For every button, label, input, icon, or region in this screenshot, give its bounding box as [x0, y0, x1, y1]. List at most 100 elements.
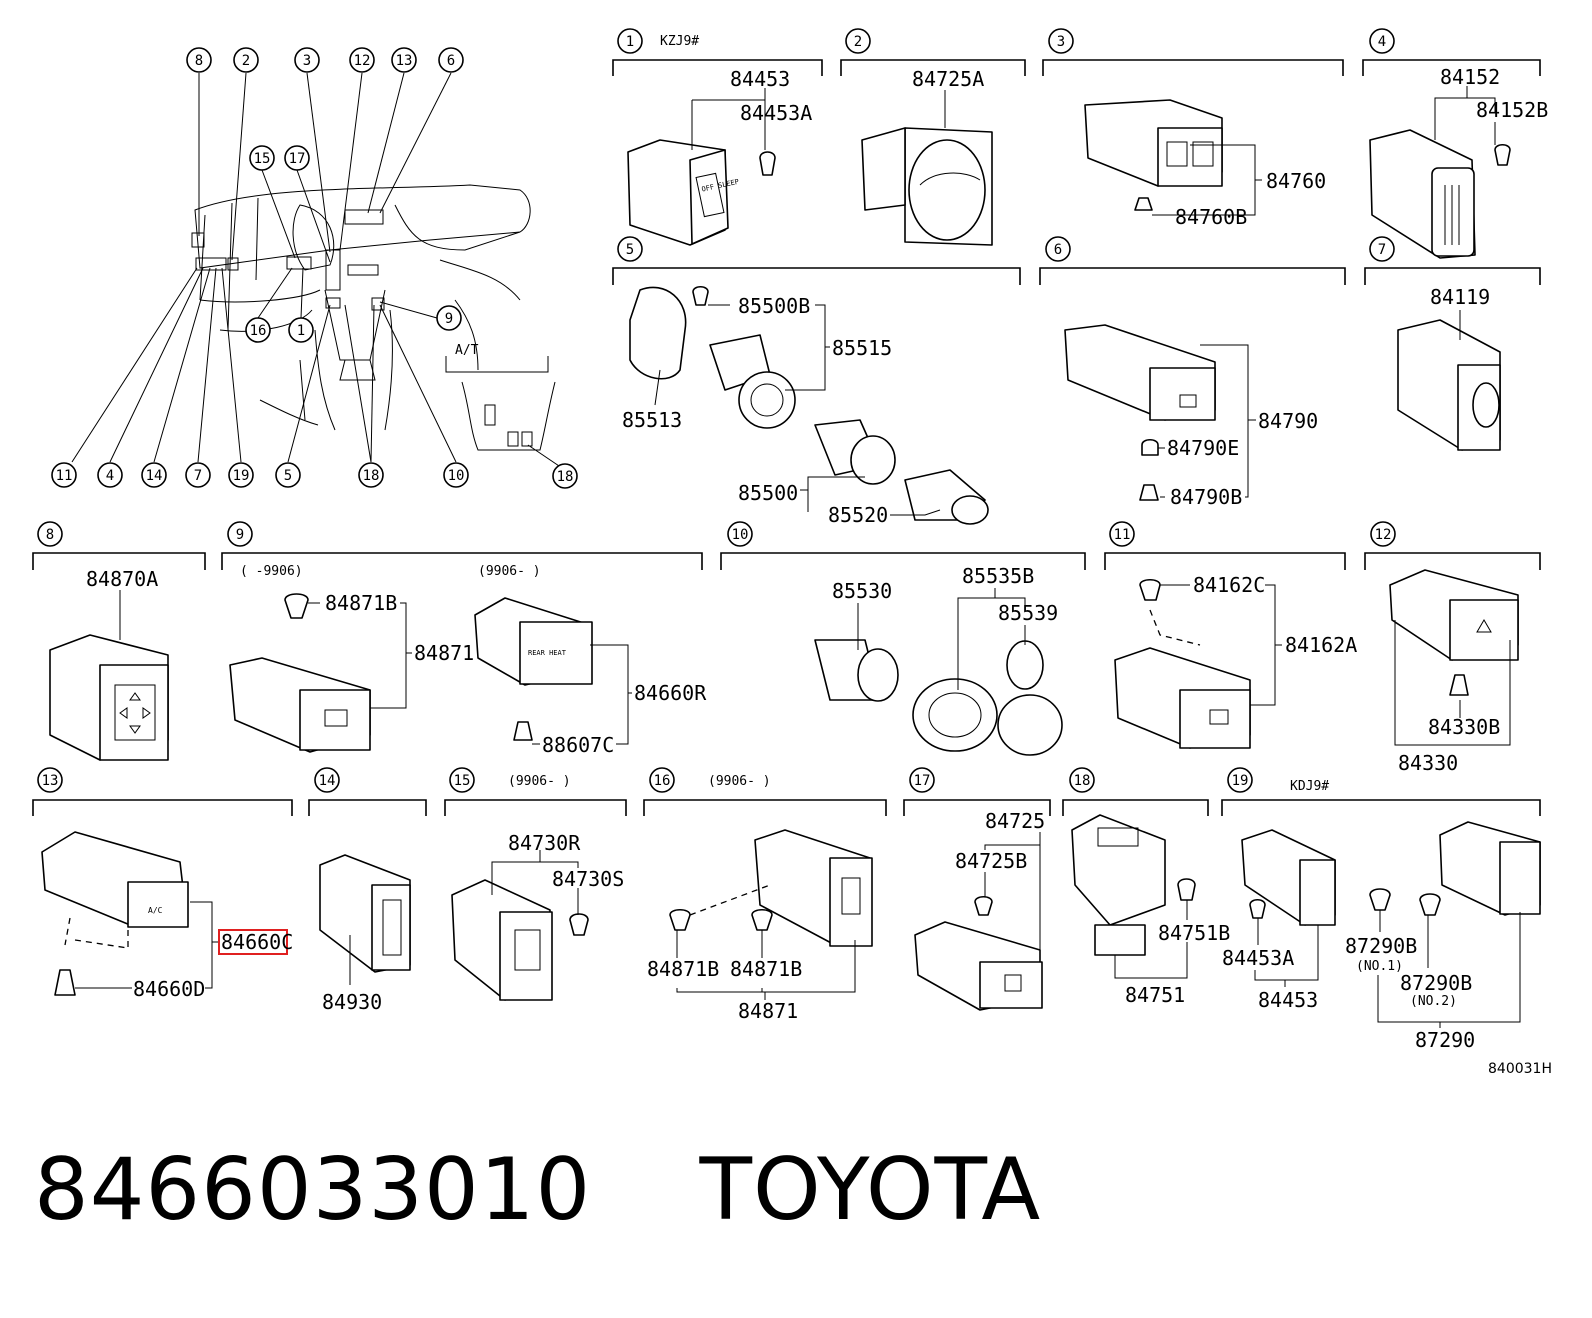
part-number-label: 84162C	[1193, 573, 1265, 597]
callout-circle: 6	[438, 47, 464, 73]
callout-ring	[51, 462, 77, 488]
part-number-label: 85520	[828, 503, 888, 527]
part-number-label: 84152	[1440, 65, 1500, 89]
part-number-label: 85539	[998, 601, 1058, 625]
callout-number: 18	[557, 469, 574, 485]
callout-number: 2	[854, 34, 862, 50]
callout-circle: 14	[141, 462, 167, 488]
callout-ring	[909, 767, 935, 793]
callout-number: 16	[250, 323, 267, 339]
section-16-note: (9906- )	[708, 774, 771, 789]
callout-number: 3	[1057, 34, 1065, 50]
switch-label: REAR HEAT	[528, 649, 567, 657]
callout-ring	[358, 462, 384, 488]
part-number-label: 84871	[738, 999, 798, 1023]
callout-ring	[314, 767, 340, 793]
part-qualifier: (NO.2)	[1410, 994, 1457, 1009]
callout-circle: 10	[727, 521, 753, 547]
callout-number: 1	[626, 34, 634, 50]
footer-brand: TOYOTA	[699, 1140, 1042, 1240]
section-15-note: (9906- )	[508, 774, 571, 789]
callout-ring	[436, 305, 462, 331]
callout-ring	[245, 317, 271, 343]
callout-ring	[1109, 521, 1135, 547]
part-number-label: 84790	[1258, 409, 1318, 433]
callout-circle: 18	[358, 462, 384, 488]
part-number-label: 84790B	[1170, 485, 1242, 509]
callout-number: 17	[914, 773, 931, 789]
part-number-label: 84870A	[86, 567, 158, 591]
callout-ring	[443, 462, 469, 488]
callout-number: 4	[1378, 34, 1386, 50]
part-drawings	[41, 99, 1541, 1011]
callout-ring	[449, 767, 475, 793]
dashboard-overview	[191, 184, 531, 431]
part-number-label: 84790E	[1167, 436, 1239, 460]
callout-ring	[186, 47, 212, 73]
callout-ring	[349, 47, 375, 73]
part-number-label: 85500B	[738, 294, 810, 318]
callout-ring	[141, 462, 167, 488]
callout-ring	[617, 28, 643, 54]
callout-number: 11	[56, 468, 73, 484]
part-number-label: 84871B	[730, 957, 802, 981]
callout-number: 2	[242, 53, 250, 69]
callout-ring	[438, 47, 464, 73]
callout-ring	[1045, 236, 1071, 262]
callout-ring	[249, 145, 275, 171]
part-number-label: 84660R	[634, 681, 707, 705]
callout-ring	[288, 317, 314, 343]
callout-circle: 12	[1370, 521, 1396, 547]
callout-circle: 7	[185, 462, 211, 488]
part-number-label-highlighted: 84660C	[221, 930, 293, 954]
callout-number: 10	[448, 468, 465, 484]
callout-circle: 15	[449, 767, 475, 793]
part-number-label: 85535B	[962, 564, 1034, 588]
callout-circle: 10	[443, 462, 469, 488]
callout-circle: 3	[294, 47, 320, 73]
section-19-note: KDJ9#	[1290, 779, 1329, 794]
callout-number: 10	[732, 527, 749, 543]
diagram-code: 840031H	[1488, 1061, 1552, 1077]
part-number-label: 84751	[1125, 983, 1185, 1007]
callout-circle: 8	[37, 521, 63, 547]
part-number-label: 84453A	[1222, 946, 1294, 970]
callout-number: 18	[363, 468, 380, 484]
callout-circle: 11	[1109, 521, 1135, 547]
part-qualifier: (NO.1)	[1356, 959, 1403, 974]
callout-number: 7	[194, 468, 202, 484]
callout-circle: 13	[37, 767, 63, 793]
callout-ring	[233, 47, 259, 73]
part-number-label: 84751B	[1158, 921, 1230, 945]
callout-number: 14	[319, 773, 336, 789]
callout-ring	[552, 463, 578, 489]
switch-label: A/C	[148, 906, 163, 915]
callout-circle: 6	[1045, 236, 1071, 262]
part-number-label: 84453	[1258, 988, 1318, 1012]
callout-number: 14	[146, 468, 163, 484]
callout-number: 5	[626, 242, 634, 258]
callout-ring	[294, 47, 320, 73]
callout-ring	[185, 462, 211, 488]
footer-part-number: 8466033010	[34, 1140, 592, 1240]
part-number-label: 84330	[1398, 751, 1458, 775]
part-number-label: 84330B	[1428, 715, 1500, 739]
callout-circle: 7	[1369, 236, 1395, 262]
callout-ring	[284, 145, 310, 171]
callout-number: 12	[1375, 527, 1392, 543]
part-number-label: 85513	[622, 408, 682, 432]
part-number-label: 84162A	[1285, 633, 1357, 657]
callout-circle: 9	[227, 521, 253, 547]
callout-circle: 4	[1369, 28, 1395, 54]
callout-number: 13	[396, 53, 413, 69]
part-number-label: 84871B	[647, 957, 719, 981]
section-9-note-b: (9906- )	[478, 564, 541, 579]
callout-number: 11	[1114, 527, 1131, 543]
part-number-label: 87290B	[1400, 971, 1472, 995]
callout-ring	[97, 462, 123, 488]
callout-number: 15	[454, 773, 471, 789]
section-1-note: KZJ9#	[660, 34, 699, 49]
callout-number: 15	[254, 151, 271, 167]
